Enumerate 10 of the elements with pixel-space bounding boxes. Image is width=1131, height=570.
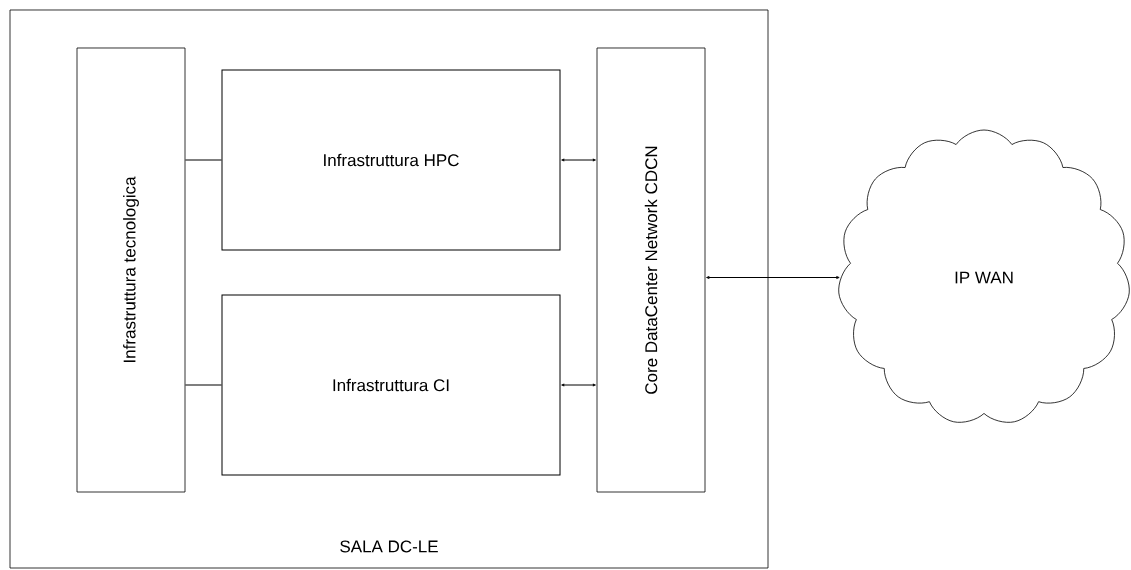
connector-line — [184, 384, 222, 386]
connector-line — [184, 159, 222, 161]
arrow — [561, 383, 596, 387]
arrow — [706, 276, 840, 279]
vertical-box: Core DataCenter Network CDCN — [596, 47, 706, 493]
process-box: Infrastruttura HPC — [221, 69, 561, 251]
network-cloud: IP WAN — [838, 129, 1130, 423]
process-box: Infrastruttura CI — [221, 294, 561, 476]
arrow — [561, 158, 596, 162]
vertical-box: Infrastruttura tecnologica — [76, 47, 186, 493]
